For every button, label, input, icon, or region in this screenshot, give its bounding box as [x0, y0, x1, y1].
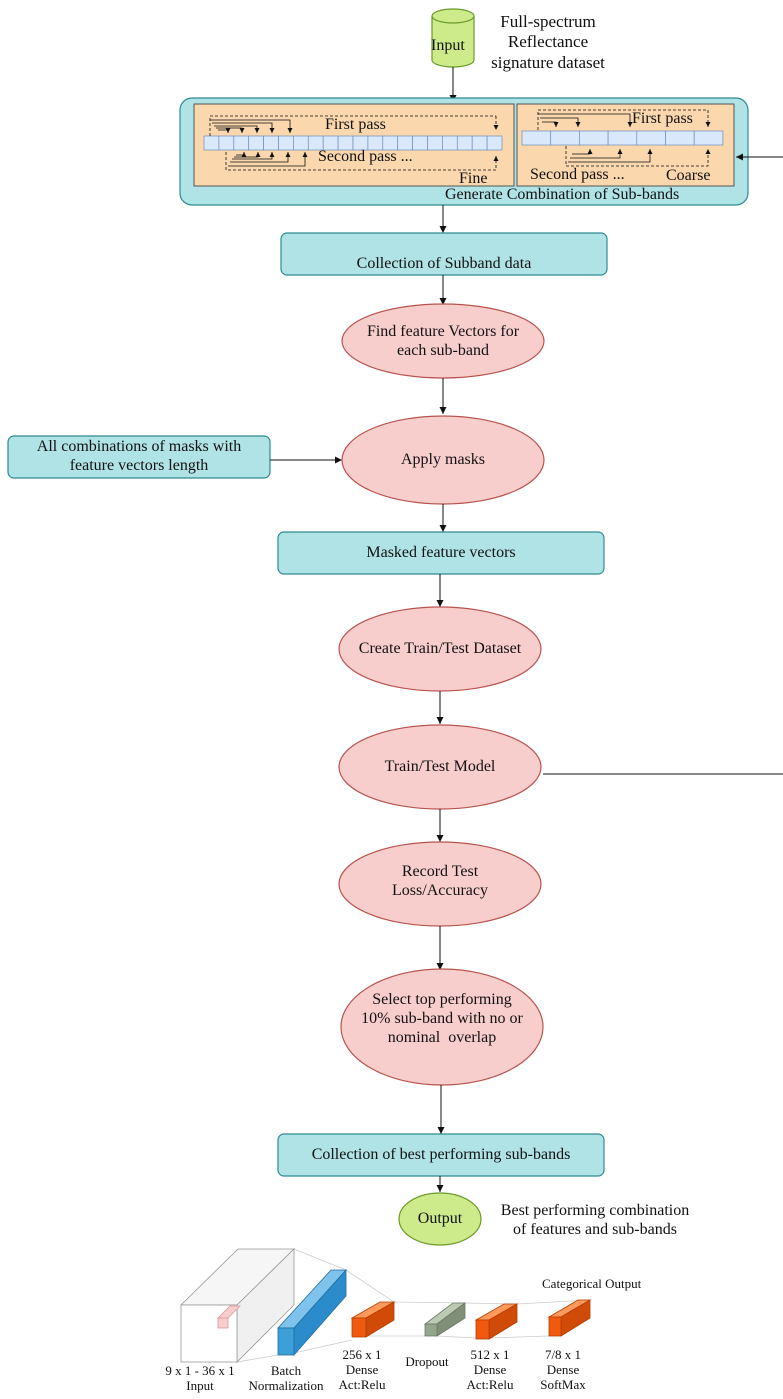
masks-source-box — [7, 435, 271, 479]
select-top-line: 10% sub-band with no or — [361, 1010, 523, 1028]
band-cell — [665, 130, 695, 146]
output-caption-line: of features and sub-bands — [513, 1221, 677, 1239]
coarse-first-pass-label: First pass — [632, 110, 693, 127]
band-cell — [456, 135, 473, 151]
output-label: Output — [417, 1210, 463, 1227]
layer-label-line: 256 x 1 — [342, 1347, 382, 1362]
masked-vectors-label: Masked feature vectors — [366, 544, 516, 561]
input-label: Input — [431, 37, 465, 54]
masks-source-label: All combinations of masks with feature v… — [8, 437, 270, 475]
record-label: Record Test Loss/Accuracy — [339, 862, 541, 900]
select-top-line: nominal overlap — [387, 1029, 497, 1047]
coarse-first-pass-arrows — [537, 109, 711, 130]
band-cell — [442, 135, 458, 151]
network-diagram — [180, 1248, 592, 1363]
layer-label-line: Input — [186, 1377, 214, 1393]
fine-band-strip — [203, 135, 503, 151]
band-cell — [248, 135, 264, 151]
band-cell — [636, 130, 666, 146]
create-dataset-label: Create Train/Test Dataset — [358, 640, 522, 657]
band-cell — [521, 130, 552, 146]
layer-label-line: SoftMax — [540, 1376, 586, 1392]
find-features-line: each sub-band — [397, 342, 489, 360]
layer-label-line: Dense — [546, 1361, 580, 1377]
band-cell — [550, 130, 580, 146]
layer-label-line: Dropout — [405, 1354, 449, 1369]
layer-label-line: Normalization — [248, 1377, 324, 1393]
band-cell — [218, 135, 235, 151]
band-cell — [486, 135, 503, 151]
output-terminal — [398, 1192, 482, 1246]
collection-subband-label: Collection of Subband data — [356, 255, 532, 272]
fine-second-pass-label: Second pass ... — [318, 148, 413, 165]
layer-batchnorm-label: Batch Normalization — [236, 1363, 336, 1394]
band-cell — [203, 135, 220, 151]
select-top-ellipse-shape — [340, 968, 544, 1086]
record-line: Loss/Accuracy — [392, 882, 488, 900]
fine-first-pass-arrows — [209, 115, 499, 136]
band-cell — [607, 130, 638, 146]
fine-second-pass-arrows — [225, 152, 499, 171]
record-line: Record Test — [401, 863, 479, 880]
apply-masks-label: Apply masks — [401, 451, 485, 468]
input-caption-line: Full-spectrum — [500, 12, 596, 31]
collection-subband-box — [280, 232, 608, 276]
layer-softmax-label: 7/8 x 1 Dense SoftMax — [528, 1347, 598, 1393]
input-layer-block — [180, 1248, 295, 1363]
input-caption-line: signature dataset — [491, 52, 605, 72]
layer-label-line: Dense — [345, 1361, 379, 1377]
collection-best-box — [277, 1133, 605, 1177]
find-features-line: Find feature Vectors for — [366, 323, 520, 340]
find-features-label: Find feature Vectors for each sub-band — [342, 322, 544, 360]
layer-label-line: Act:Relu — [466, 1376, 514, 1392]
dropout-layer-block — [423, 1302, 467, 1337]
input-caption: Full-spectrum Reflectance signature data… — [478, 12, 618, 73]
layer-dense512-label: 512 x 1 Dense Act:Relu — [455, 1347, 525, 1393]
batchnorm-layer-block — [277, 1268, 347, 1357]
layer-label-line: 7/8 x 1 — [544, 1347, 582, 1362]
layer-label-line: Act:Relu — [338, 1376, 386, 1392]
collection-best-label: Collection of best performing sub-bands — [311, 1146, 571, 1163]
output-caption: Best performing combination of features … — [482, 1201, 708, 1239]
coarse-second-pass-arrows — [565, 146, 711, 167]
layer-label-line: Batch — [270, 1363, 302, 1378]
masks-source-line: feature vectors length — [69, 457, 209, 475]
coarse-label: Coarse — [666, 167, 711, 184]
coarse-second-pass-label: Second pass ... — [530, 166, 625, 183]
input-caption-line: Reflectance — [507, 32, 589, 52]
coarse-band-strip — [521, 130, 724, 146]
band-cell — [412, 135, 428, 151]
select-top-line: Select top performing — [372, 991, 512, 1008]
layer-label-line: Dense — [473, 1361, 507, 1377]
band-cell — [471, 135, 488, 151]
band-cell — [693, 130, 724, 146]
band-cell — [278, 135, 294, 151]
layer-dense256-label: 256 x 1 Dense Act:Relu — [327, 1347, 397, 1393]
layer-dropout-label: Dropout — [396, 1354, 458, 1370]
dense-512-layer-block — [474, 1303, 519, 1340]
softmax-layer-block — [547, 1299, 592, 1337]
band-cell — [579, 130, 609, 146]
layer-label-line: 512 x 1 — [470, 1347, 510, 1362]
generator-title: Generate Combination of Sub-bands — [445, 186, 680, 203]
output-caption-line: Best performing combination — [500, 1202, 690, 1219]
band-cell — [263, 135, 279, 151]
train-test-label: Train/Test Model — [384, 758, 496, 775]
fine-label: Fine — [459, 170, 488, 187]
categorical-output-label: Categorical Output — [542, 1276, 642, 1291]
band-cell — [427, 135, 443, 151]
masks-source-line: All combinations of masks with — [36, 438, 242, 455]
dense-256-layer-block — [350, 1301, 396, 1338]
fine-first-pass-label: First pass — [325, 116, 386, 133]
band-cell — [233, 135, 250, 151]
select-top-label: Select top performing 10% sub-band with … — [331, 990, 553, 1048]
layer-label-line: 9 x 1 - 36 x 1 — [165, 1363, 235, 1378]
band-cell — [293, 135, 309, 151]
masked-vectors-box — [277, 531, 605, 575]
layer-input-label: 9 x 1 - 36 x 1 Input — [140, 1363, 260, 1394]
